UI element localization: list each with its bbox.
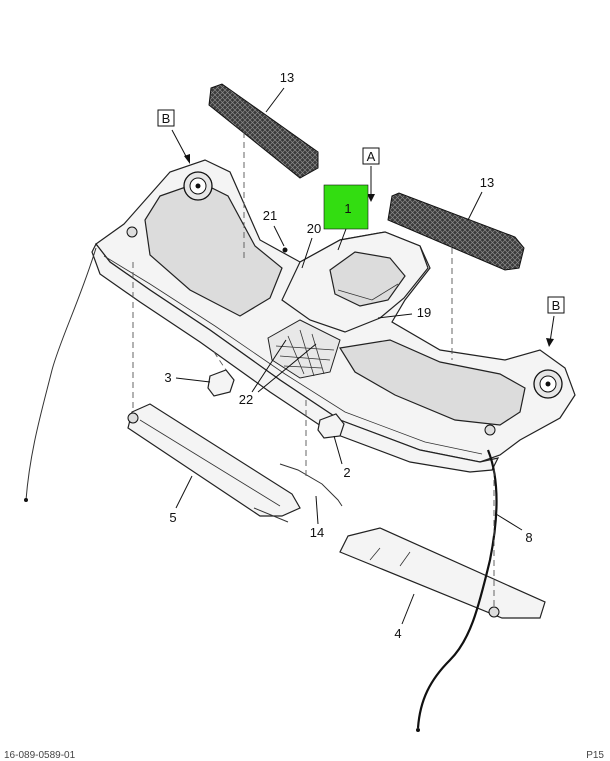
callout-19[interactable]: 19 (417, 305, 431, 320)
sun-visor-right-band (369, 547, 411, 567)
callout-21[interactable]: 21 (263, 208, 277, 223)
callout-4[interactable]: 4 (394, 626, 401, 641)
callout-8[interactable]: 8 (525, 530, 532, 545)
speaker-right-center (545, 381, 551, 387)
callout-14[interactable]: 14 (310, 525, 324, 540)
wire-harness-left (25, 247, 97, 501)
view-label-b-left: B (157, 109, 190, 164)
wire-14 (279, 463, 343, 507)
footer-page-code: P15 (586, 750, 604, 761)
callout-2-leader (333, 435, 343, 465)
insulator-pad-right (387, 192, 525, 271)
callout-3[interactable]: 3 (164, 370, 171, 385)
view-label-a-top: A (362, 147, 380, 202)
sun-visor-left-edge (139, 419, 281, 507)
view-label-b-right-text: B (552, 298, 561, 313)
view-label-b-left-text: B (162, 111, 171, 126)
callout-22-leader-b (257, 343, 317, 393)
callout-22[interactable]: 22 (239, 392, 253, 407)
callout-5[interactable]: 5 (169, 510, 176, 525)
callout-13-right[interactable]: 13 (480, 175, 494, 190)
sun-visor-right (339, 527, 546, 619)
headliner-recess-left (144, 181, 283, 317)
callout-13-left-leader (265, 87, 285, 113)
vent-grid-panel (267, 319, 341, 379)
callout-21-leader (273, 225, 285, 247)
visor-mount-left (126, 226, 138, 238)
callout-13-left[interactable]: 13 (280, 70, 294, 85)
footer-drawing-number: 16-089-0589-01 (4, 750, 76, 761)
callout-1[interactable]: 1 (344, 201, 351, 216)
clip-21 (282, 247, 288, 253)
console-bin (329, 251, 406, 307)
callout-13-right-leader (467, 191, 483, 221)
visor-mount-right (484, 424, 496, 436)
lip-edge-line (103, 255, 483, 455)
vent-grid-lines (275, 329, 335, 377)
callout-8-leader (495, 513, 523, 531)
view-label-b-right: B (546, 296, 565, 347)
callout-22-leader-a (251, 339, 287, 393)
insulator-pad-left (208, 83, 319, 179)
sun-visor-left (127, 403, 301, 517)
wire-harness-right-8 (416, 449, 498, 729)
callout-1-leader (337, 228, 347, 251)
callout-19-leader (377, 313, 413, 319)
wire-right-end (416, 728, 420, 732)
wire-left-end (24, 498, 28, 502)
callout-20[interactable]: 20 (307, 221, 321, 236)
headliner-front-lip (91, 242, 500, 473)
console-bin-edge (337, 283, 399, 301)
callout-2[interactable]: 2 (343, 465, 350, 480)
bracket-2 (317, 413, 345, 439)
visor-left-rod (253, 507, 289, 523)
callout-4-leader (401, 593, 415, 625)
callout-3-leader (175, 377, 211, 383)
visor-right-pivot (488, 606, 500, 618)
callout-1-highlight[interactable] (323, 184, 369, 230)
speaker-left-center (195, 183, 201, 189)
callout-20-leader (301, 237, 313, 269)
align-bracket-3 (213, 351, 227, 371)
callout-14-leader (315, 495, 319, 525)
callout-5-leader (175, 475, 193, 509)
headliner-recess-right (339, 339, 526, 426)
bracket-3 (207, 369, 235, 397)
visor-left-pivot (127, 412, 139, 424)
view-label-a-top-text: A (367, 149, 376, 164)
